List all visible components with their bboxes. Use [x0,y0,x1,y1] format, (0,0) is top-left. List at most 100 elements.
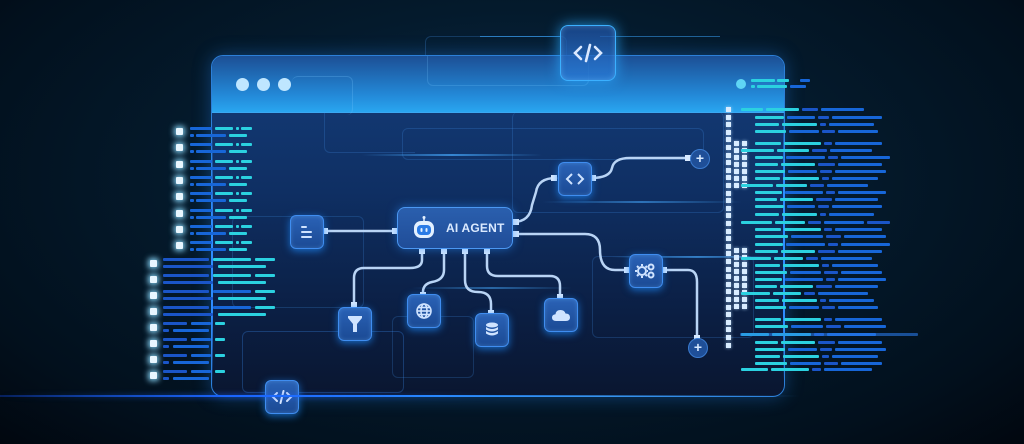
code-line [828,243,838,246]
code-line [755,285,777,288]
circuit-trace [242,331,404,393]
code-line [828,156,838,159]
code-line [844,325,886,328]
code-line [755,228,781,231]
status-led [726,213,731,219]
light-beam-vertical [783,100,785,380]
code-line [838,163,882,166]
status-led [742,276,747,281]
status-led [176,209,183,217]
code-line [832,116,882,119]
status-led [742,141,747,146]
code-line [841,271,882,274]
code-line [236,159,239,163]
code-line [215,175,233,179]
status-led [726,297,731,302]
code-line [163,281,213,284]
cloud-node[interactable] [544,298,578,332]
status-led [726,129,731,135]
light-streak [542,201,742,203]
status-led [726,167,731,173]
code-line [190,127,212,130]
status-led [726,122,731,128]
add-step-button-top[interactable]: + [690,149,710,169]
settings-node[interactable] [629,254,663,288]
status-led [726,107,731,112]
code-line [215,241,233,245]
code-line [163,361,169,364]
code-line [191,370,211,373]
status-led [734,269,739,274]
status-led [734,297,739,302]
status-dot [736,79,746,89]
code-line [741,257,771,260]
light-beam-vertical [211,120,213,390]
code-line [241,127,252,130]
code-line [190,134,194,137]
status-led [734,183,739,188]
code-line [776,184,807,187]
status-led [726,175,731,181]
code-line [820,213,826,216]
code-line [782,299,817,302]
code-line [773,292,801,295]
code-line [780,198,813,201]
code-line [190,166,194,170]
code-line [757,85,787,88]
add-step-button-bottom[interactable]: + [688,338,708,358]
code-line [838,191,886,194]
code-line [741,108,763,111]
code-line [830,149,872,152]
code-line [213,290,251,293]
code-line [835,228,882,231]
web-node[interactable] [407,294,441,328]
code-line [163,313,213,316]
code-line [755,213,779,216]
code-line [755,264,780,267]
code-line [236,192,239,196]
database-node[interactable] [475,313,509,347]
code-line [741,292,770,295]
status-led [726,327,731,333]
code-line [190,175,212,179]
code-line [755,156,783,159]
code-line [241,192,252,196]
code-line [173,329,209,332]
code-line [755,130,786,133]
code-line [190,199,194,203]
code-line [821,108,864,111]
code-line [196,134,226,137]
code-line [229,199,247,203]
status-led [176,144,183,152]
status-led [726,281,731,287]
code-line [215,208,233,212]
document-node[interactable] [290,215,324,249]
light-streak [612,256,782,258]
code-line [218,313,266,316]
status-led [742,248,747,253]
code-line [786,156,825,159]
code-line [816,285,832,288]
code-line [163,306,209,309]
code-line [196,182,226,186]
code-line [191,322,211,325]
status-led [726,335,731,340]
code-line [163,370,187,373]
code-line [218,265,266,268]
status-led [726,145,731,150]
code-line [810,184,824,187]
code-line [774,257,803,260]
code-line [755,205,784,208]
code-line [255,306,275,309]
code-line [741,184,773,187]
code-line [229,182,247,186]
ai-agent-node[interactable]: AI AGENT [397,207,513,249]
code-line [190,159,212,163]
code-line [755,250,778,253]
code-badge-bottom [265,380,299,414]
code-line [755,355,780,358]
filter-node[interactable] [338,307,372,341]
status-led [734,176,739,181]
code-line [784,318,821,321]
code-brackets-node[interactable] [558,162,592,196]
